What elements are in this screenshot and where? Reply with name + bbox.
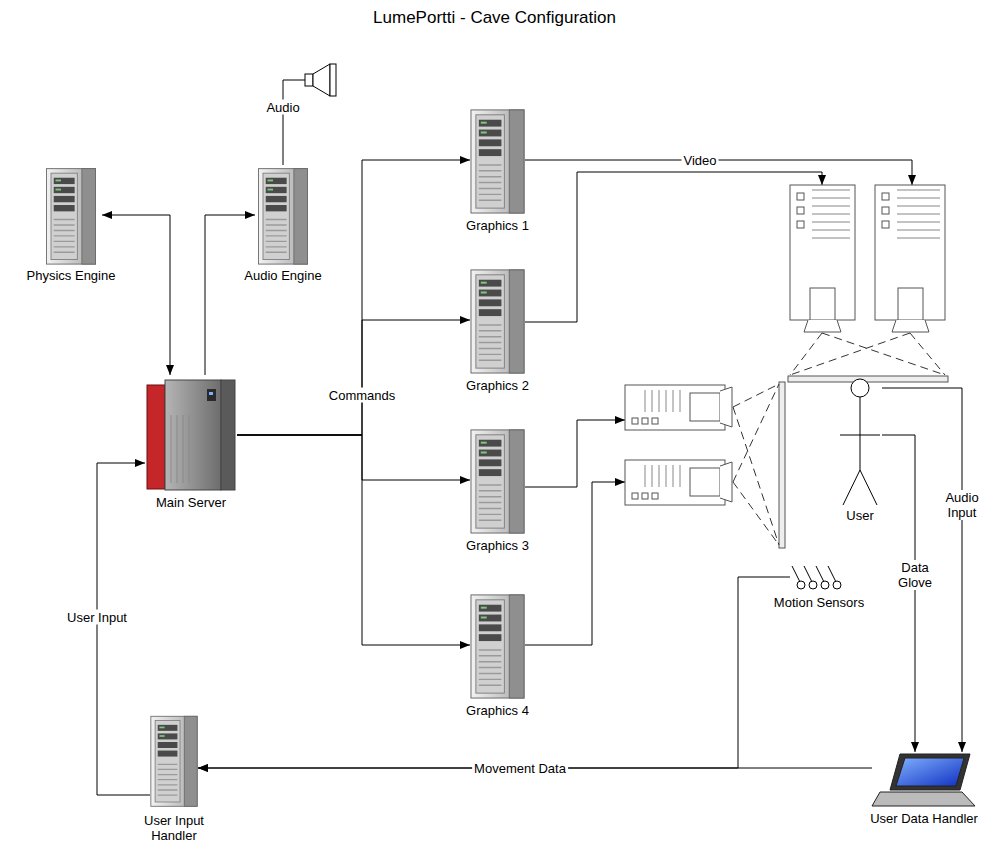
server-icon — [471, 110, 524, 213]
wire-label: Video — [681, 153, 718, 168]
node-label: Physics Engine — [27, 268, 116, 283]
main-server-node: Main Server — [145, 375, 237, 492]
connector — [102, 215, 170, 375]
speaker — [283, 64, 336, 165]
server-icon — [258, 169, 307, 264]
projector — [625, 385, 732, 505]
server-node: Graphics 2 — [470, 265, 525, 375]
server-node: User Input Handler — [150, 710, 198, 810]
stick-figure — [840, 379, 880, 505]
edge-label: User Input — [65, 610, 129, 625]
node-label: Graphics 1 — [466, 218, 529, 233]
video-wires — [525, 160, 912, 645]
user-node: User — [838, 375, 882, 505]
connector — [237, 320, 470, 435]
sensor-node: Motion Sensors — [790, 562, 848, 592]
connector — [198, 577, 790, 768]
node-label: Main Server — [156, 495, 226, 510]
node-label: Graphics 2 — [466, 378, 529, 393]
server-icon — [471, 595, 524, 698]
server-node: Physics Engine — [40, 165, 102, 265]
node-label: Audio Engine — [244, 268, 321, 283]
server-node: Audio Engine — [255, 165, 311, 265]
server-icon — [46, 169, 95, 264]
server-icon — [471, 270, 524, 373]
node-label: User Data Handler — [870, 811, 978, 826]
connector — [97, 463, 150, 795]
server-node: Graphics 4 — [470, 590, 525, 700]
server-icon — [471, 430, 524, 533]
laptop-icon — [872, 754, 975, 806]
node-label: Motion Sensors — [774, 595, 864, 610]
connector — [237, 435, 470, 645]
edge-label: Data Glove — [891, 560, 939, 590]
connector — [237, 160, 470, 435]
connector — [882, 388, 962, 752]
screen — [779, 376, 948, 548]
connector — [205, 215, 255, 375]
node-label: Graphics 4 — [466, 703, 529, 718]
motion-sensors — [792, 566, 841, 589]
server-icon — [151, 716, 197, 806]
wire-label: Audio — [264, 100, 301, 115]
edge-label: Commands — [327, 388, 397, 403]
edge-label: Movement Data — [472, 761, 568, 776]
main-server-icon — [147, 380, 235, 490]
laptop-node: User Data Handler — [872, 752, 976, 808]
node-label: User Input Handler — [129, 813, 219, 843]
projector — [790, 185, 945, 332]
diagram-title: LumePortti - Cave Configuration — [0, 8, 989, 28]
server-node: Graphics 3 — [470, 425, 525, 535]
connector — [882, 435, 915, 752]
edge-label: Audio Input — [939, 490, 985, 520]
connector — [237, 435, 470, 480]
node-label: Graphics 3 — [466, 538, 529, 553]
projection-beams — [733, 333, 945, 545]
server-node: Graphics 1 — [470, 105, 525, 215]
node-label: User — [846, 508, 873, 523]
